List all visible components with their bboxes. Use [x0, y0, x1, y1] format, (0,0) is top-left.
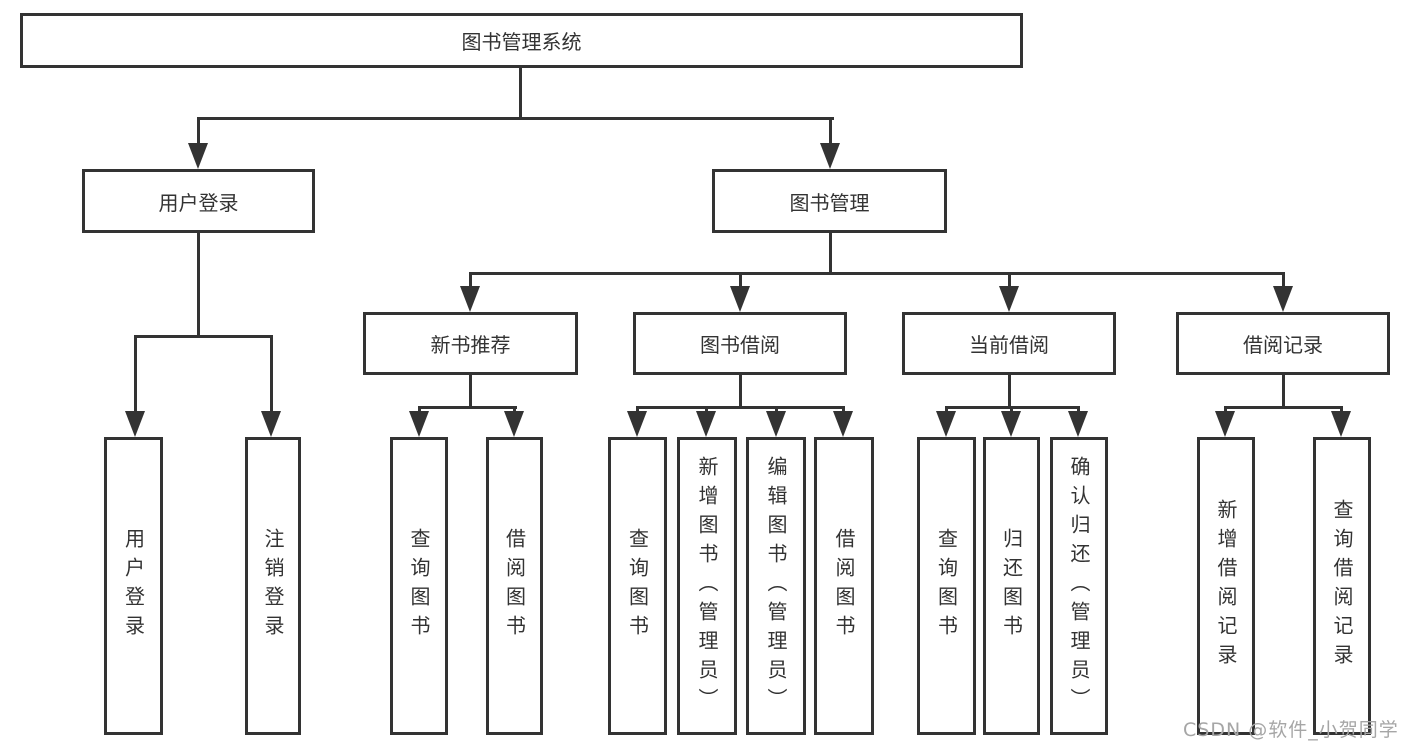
node-label: 查询图书	[407, 528, 431, 644]
arrow-down-icon	[999, 286, 1019, 312]
connector-line	[1224, 406, 1227, 415]
node-logout-leaf: 注销登录	[245, 437, 301, 735]
node-label: 查询图书	[625, 528, 650, 644]
connector-line	[1008, 272, 1011, 290]
arrow-down-icon	[460, 286, 480, 312]
node-query-borrow-record: 查询借阅记录	[1313, 437, 1371, 735]
node-label: 图书借阅	[700, 333, 780, 357]
arrow-down-icon	[1273, 286, 1293, 312]
connector-line	[842, 406, 845, 415]
node-borrow-books-recommend: 借阅图书	[486, 437, 543, 735]
node-label: 图书管理系统	[461, 30, 582, 54]
node-return-books: 归还图书	[983, 437, 1040, 735]
node-label: 确认归还（管理员）	[1067, 455, 1091, 717]
connector-line	[739, 272, 742, 290]
node-add-books-admin: 新增图书（管理员）	[677, 437, 737, 735]
connector-line	[1077, 406, 1080, 415]
arrow-down-icon	[730, 286, 750, 312]
node-label: 查询图书	[934, 528, 959, 644]
connector-line	[1224, 406, 1343, 409]
node-label: 当前借阅	[969, 333, 1049, 357]
connector-line	[418, 406, 421, 415]
node-current-borrowing: 当前借阅	[902, 312, 1116, 375]
arrow-down-icon	[261, 411, 281, 437]
node-label: 新增借阅记录	[1214, 499, 1238, 673]
arrow-down-icon	[409, 411, 429, 437]
connector-line	[519, 68, 522, 120]
node-label: 借阅记录	[1243, 333, 1323, 357]
connector-line	[1010, 406, 1013, 415]
arrow-down-icon	[1331, 411, 1351, 437]
node-label: 借阅图书	[832, 528, 856, 644]
connector-line	[469, 272, 472, 290]
node-label: 归还图书	[999, 528, 1024, 644]
connector-line	[775, 406, 778, 415]
arrow-down-icon	[766, 411, 786, 437]
connector-line	[270, 335, 273, 415]
node-borrowing-records: 借阅记录	[1176, 312, 1390, 375]
connector-line	[1340, 406, 1343, 415]
arrow-down-icon	[1068, 411, 1088, 437]
arrow-down-icon	[820, 143, 840, 169]
connector-line	[1282, 272, 1285, 290]
node-label: 新书推荐	[430, 333, 511, 357]
arrow-down-icon	[1215, 411, 1235, 437]
node-label: 用户登录	[121, 528, 146, 644]
node-book-management: 图书管理	[712, 169, 947, 233]
node-new-book-recommendation: 新书推荐	[363, 312, 578, 375]
node-query-books-borrowing: 查询图书	[608, 437, 667, 735]
connector-line	[469, 272, 1285, 275]
connector-line	[513, 406, 516, 415]
node-label: 注销登录	[261, 528, 285, 644]
arrow-down-icon	[504, 411, 524, 437]
node-borrow-books-borrowing: 借阅图书	[814, 437, 874, 735]
connector-line	[829, 117, 832, 147]
node-label: 借阅图书	[502, 528, 527, 644]
connector-line	[134, 335, 137, 415]
connector-line	[418, 406, 517, 409]
arrow-down-icon	[125, 411, 145, 437]
node-query-books-current: 查询图书	[917, 437, 976, 735]
connector-line	[705, 406, 708, 415]
connector-line	[945, 406, 948, 415]
node-label: 新增图书（管理员）	[695, 455, 719, 717]
node-label: 编辑图书（管理员）	[764, 455, 788, 717]
node-edit-books-admin: 编辑图书（管理员）	[746, 437, 806, 735]
node-confirm-return-admin: 确认归还（管理员）	[1050, 437, 1108, 735]
node-query-books-recommend: 查询图书	[390, 437, 448, 735]
node-user-login: 用户登录	[82, 169, 315, 233]
node-label: 用户登录	[158, 190, 239, 215]
node-library-management-system: 图书管理系统	[20, 13, 1023, 68]
csdn-watermark: CSDN @软件_小贺同学	[1183, 719, 1399, 741]
connector-line	[829, 233, 832, 275]
connector-line	[197, 117, 200, 147]
connector-line	[636, 406, 845, 409]
connector-line	[197, 233, 200, 338]
connector-line	[197, 117, 834, 120]
arrow-down-icon	[627, 411, 647, 437]
arrow-down-icon	[188, 143, 208, 169]
arrow-down-icon	[696, 411, 716, 437]
connector-line	[636, 406, 639, 415]
node-label: 查询借阅记录	[1330, 499, 1354, 673]
node-label: 图书管理	[789, 190, 870, 215]
arrow-down-icon	[833, 411, 853, 437]
connector-line	[1008, 375, 1011, 408]
arrow-down-icon	[1001, 411, 1021, 437]
connector-line	[469, 375, 472, 408]
node-user-login-leaf: 用户登录	[104, 437, 163, 735]
connector-line	[1282, 375, 1285, 408]
node-book-borrowing: 图书借阅	[633, 312, 847, 375]
arrow-down-icon	[936, 411, 956, 437]
node-add-borrow-record: 新增借阅记录	[1197, 437, 1255, 735]
connector-line	[134, 335, 273, 338]
connector-line	[739, 375, 742, 408]
